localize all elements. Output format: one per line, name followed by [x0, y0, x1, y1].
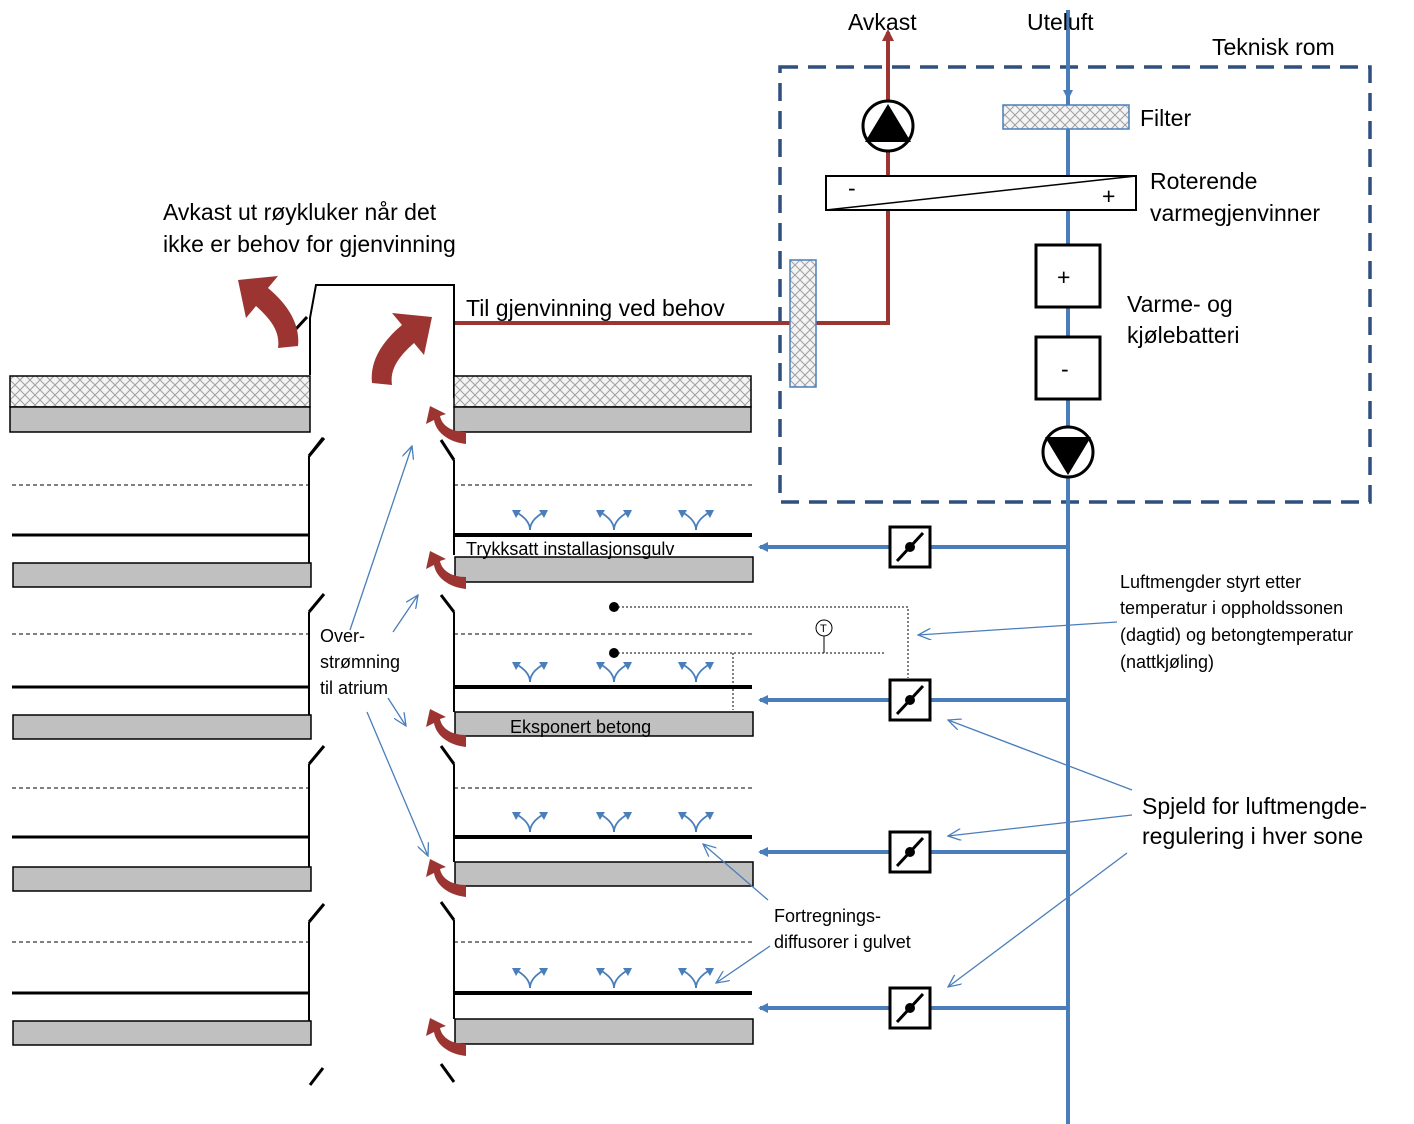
smoke-hatch-arrow-right: [371, 313, 432, 385]
heat-wheel-icon: [825, 175, 1137, 211]
luftmengder-label-2: temperatur i oppholdssonen: [1120, 598, 1343, 618]
fortregning-pointers: [703, 844, 771, 983]
roykluker-label-2: ikke er behov for gjenvinning: [163, 231, 456, 257]
atrium-wall-right: [439, 1063, 456, 1083]
luftmengder-label-4: (nattkjøling): [1120, 652, 1214, 672]
floor-slab: [12, 562, 312, 588]
filter-label: Filter: [1140, 105, 1191, 131]
luftmengder-label-1: Luftmengder styrt etter: [1120, 572, 1301, 592]
atrium-wall-left: [307, 437, 326, 457]
luftmengder-label-3: (dagtid) og betongtemperatur: [1120, 625, 1353, 645]
floor-slab: [12, 1020, 312, 1046]
floor-slab: [454, 711, 754, 737]
atrium-wall-left: [308, 1067, 325, 1086]
overstromning-label-1: Over-: [320, 626, 365, 646]
roterende-label-1: Roterende: [1150, 168, 1257, 194]
roterende-label-2: varmegjenvinner: [1150, 200, 1320, 226]
sensor-point: [609, 648, 619, 658]
roof-slab-left: [9, 406, 311, 433]
atrium-wall-left: [307, 745, 326, 765]
control-wiring: [614, 606, 909, 710]
atrium-wall-right: [439, 745, 456, 765]
wheel-plus: +: [1102, 183, 1115, 209]
exhaust-fan-icon: [861, 99, 915, 153]
batteri-label-1: Varme- og: [1127, 291, 1233, 317]
technical-room-boundary: [778, 65, 1372, 504]
atrium-wall-right: [439, 901, 456, 921]
atrium-wall-left: [307, 593, 326, 613]
atrium-wall-left: [307, 903, 326, 923]
atrium-wall-right: [439, 439, 456, 461]
heating-coil-icon: [1034, 243, 1102, 309]
temperature-sensor-icon: [815, 619, 833, 653]
overstromning-label-3: til atrium: [320, 678, 388, 698]
trykksatt-label: Trykksatt installasjonsgulv: [466, 539, 674, 559]
technical-room-label: Teknisk rom: [1212, 34, 1335, 60]
cooling-coil-icon: [1034, 335, 1102, 401]
wheel-minus: -: [848, 175, 856, 201]
fortregning-label-1: Fortregnings-: [774, 906, 881, 926]
spjeld-label-2: regulering i hver sone: [1142, 823, 1363, 849]
roof-slab-right: [453, 406, 752, 433]
fortregning-label-2: diffusorer i gulvet: [774, 932, 911, 952]
recovery-filter-icon: [789, 259, 817, 388]
smoke-hatch-arrow-left: [238, 276, 299, 348]
spjeld-pointers: [948, 720, 1133, 987]
airflow-arrow-icon: [426, 406, 466, 1056]
floor-slab: [12, 714, 312, 740]
floor-slab: [454, 1018, 754, 1045]
atrium-roof-shaft: [309, 284, 455, 398]
sensor-point: [609, 602, 619, 612]
coil-plus: +: [1057, 264, 1070, 290]
floor-slab: [12, 866, 312, 892]
supply-fan-icon: [1041, 425, 1095, 479]
damper-icon: [888, 986, 932, 1030]
roof-insulation-right: [453, 375, 752, 408]
roykluker-label-1: Avkast ut røykluker når det: [163, 199, 437, 225]
atrium-wall-right: [439, 594, 456, 613]
damper-icon: [888, 678, 932, 722]
floor-slab: [454, 556, 754, 583]
overstromning-label-2: strømning: [320, 652, 400, 672]
luftmengder-pointer: [918, 621, 1118, 635]
uteluft-label: Uteluft: [1027, 9, 1094, 35]
batteri-label-2: kjølebatteri: [1127, 322, 1239, 348]
avkast-label: Avkast: [848, 9, 917, 35]
exhaust-duct: [454, 210, 890, 325]
damper-icon: [888, 525, 932, 569]
damper-icon: [888, 830, 932, 874]
eksponert-label: Eksponert betong: [510, 717, 651, 737]
spjeld-label-1: Spjeld for luftmengde-: [1142, 793, 1367, 819]
filter-icon: [1002, 104, 1130, 130]
sensor-symbol: T: [820, 623, 827, 635]
roof-insulation-left: [9, 375, 311, 408]
floor-slab: [454, 861, 754, 887]
overflow-pointer-lines: [349, 446, 428, 856]
til-gjenvinning-label: Til gjenvinning ved behov: [466, 295, 725, 321]
coil-minus: -: [1061, 356, 1069, 382]
